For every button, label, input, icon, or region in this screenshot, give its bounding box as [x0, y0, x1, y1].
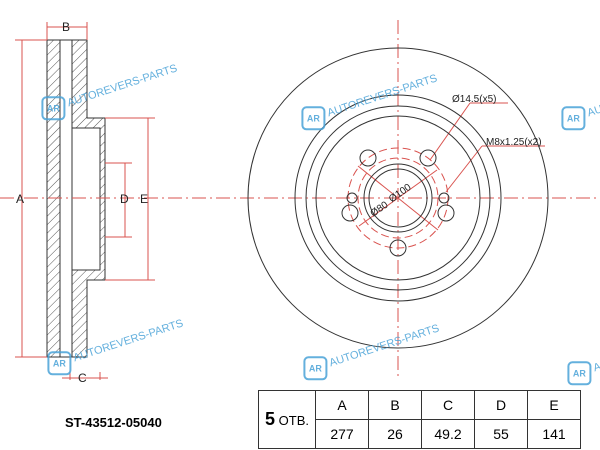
value-e: 141 — [527, 419, 581, 449]
thread-note: M8x1.25(x2) — [486, 137, 542, 148]
header-d: D — [474, 390, 528, 420]
dim-label-b: B — [62, 20, 71, 34]
header-c: C — [421, 390, 475, 420]
dim-label-a: A — [16, 192, 25, 206]
dim-label-d: D — [120, 192, 129, 206]
hole-diameter-note: Ø14.5(x5) — [452, 94, 497, 105]
header-a: A — [315, 390, 369, 420]
part-number: ST-43512-05040 — [65, 415, 162, 430]
header-b: B — [368, 390, 422, 420]
value-a: 277 — [315, 419, 369, 449]
header-e: E — [527, 390, 581, 420]
spec-table: 5 ОТВ. A B C D E 277 26 49.2 55 141 — [258, 390, 581, 449]
value-c: 49.2 — [421, 419, 475, 449]
disc-face — [247, 47, 549, 349]
dim-label-e: E — [140, 192, 149, 206]
value-d: 55 — [474, 419, 528, 449]
value-b: 26 — [368, 419, 422, 449]
dim-label-c: C — [78, 371, 87, 385]
holes-count-cell: 5 ОТВ. — [258, 390, 316, 449]
